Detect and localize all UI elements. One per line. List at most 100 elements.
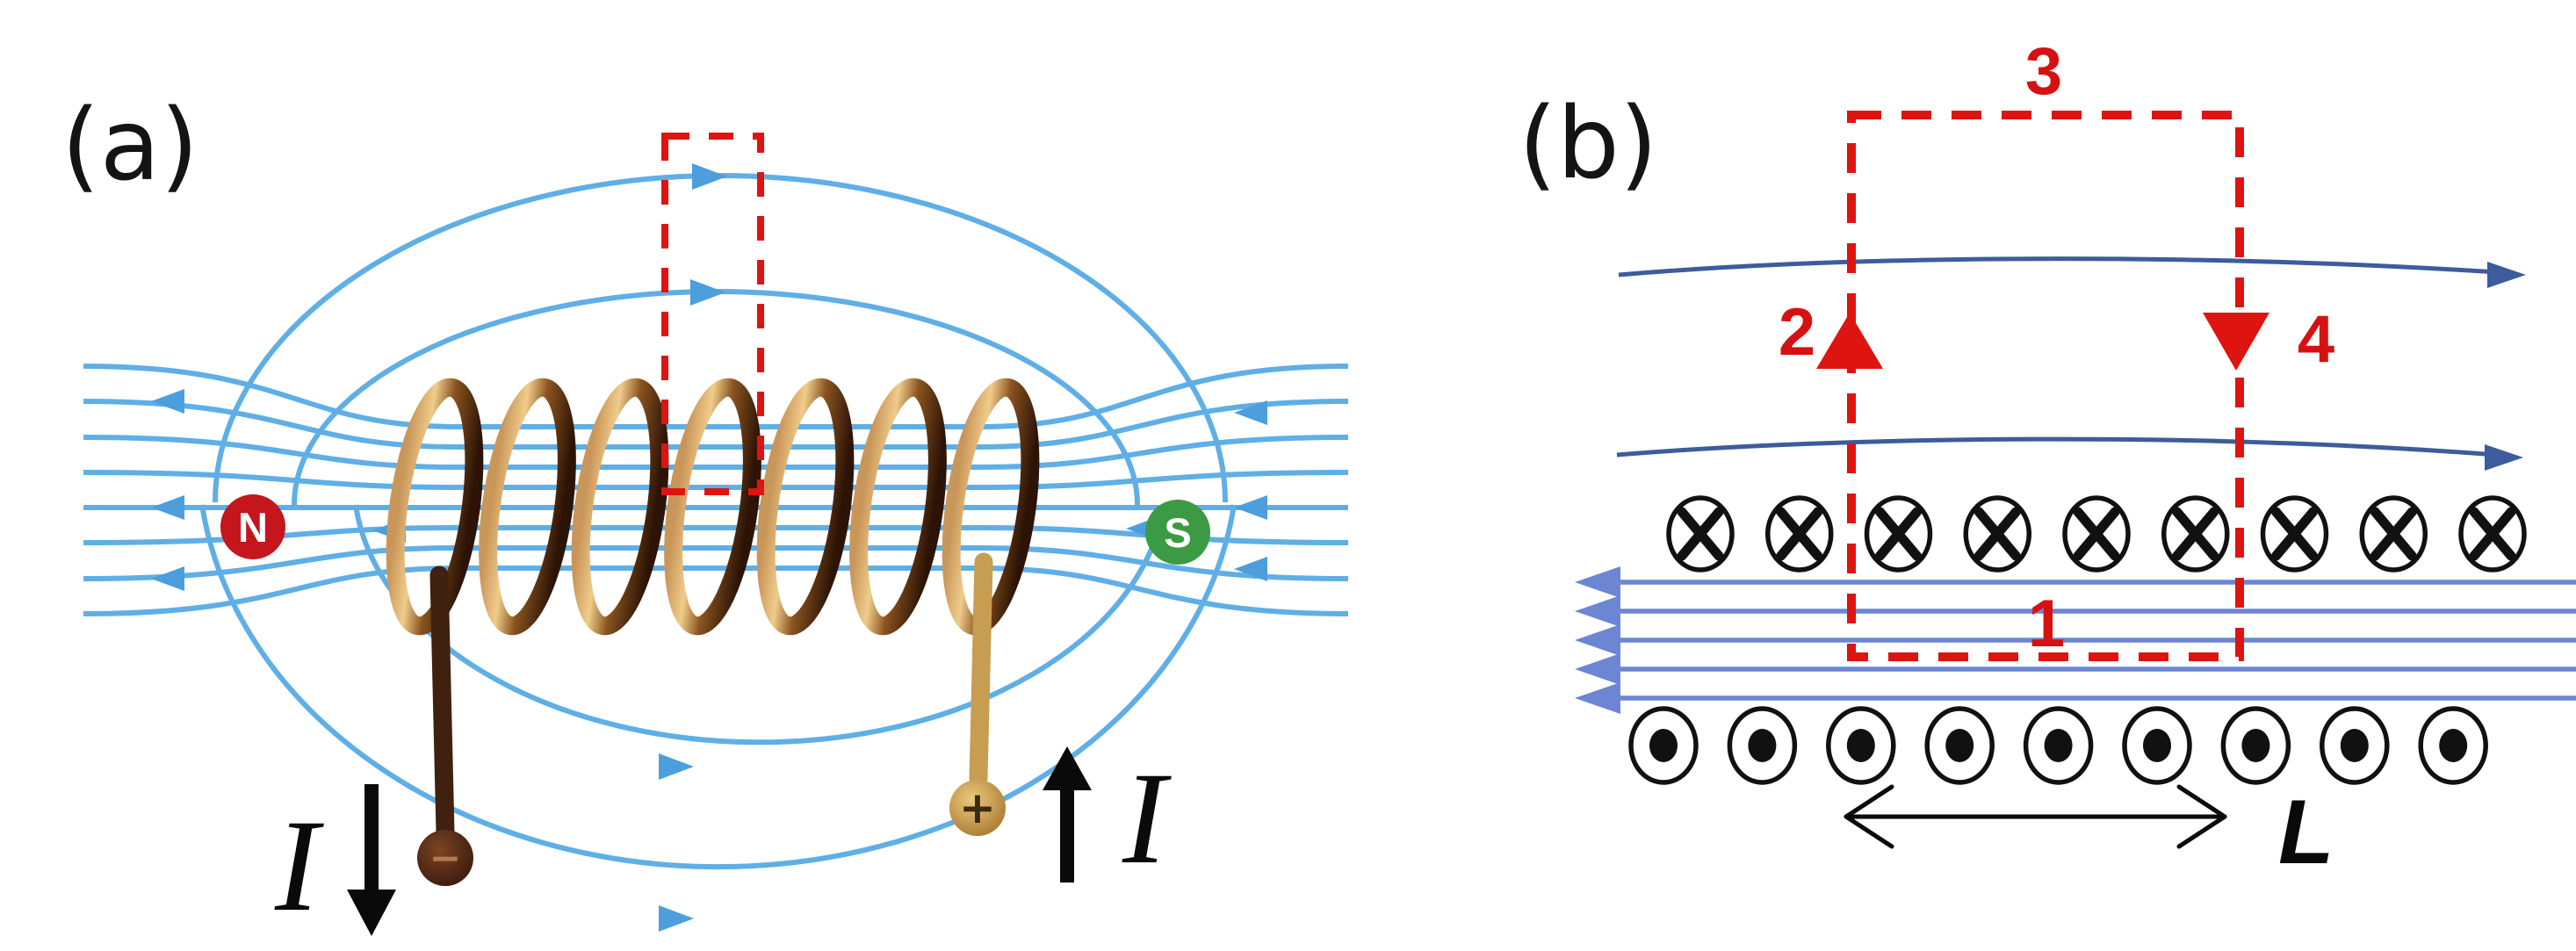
length-arrow-right-head [2176,784,2227,849]
out-of-page-symbol [2220,706,2291,785]
field-arrowhead-left [151,389,184,414]
panel-b-label: (b) [1519,87,1657,201]
out-of-page-dot [2044,729,2073,762]
loop-down-direction-triangle [2203,313,2269,371]
panel-b-amperian-loop-diagram: (b) 1 2 3 4 L [1519,34,2576,883]
into-page-symbol [1666,495,1735,573]
field-loop-lines [199,173,1237,870]
sheet-field-arrowhead-left [1575,566,1620,598]
coil-turn [479,378,576,636]
north-pole-badge [220,494,285,559]
out-of-page-dot [1748,729,1777,762]
into-page-symbol [2260,495,2329,573]
into-page-symbol [2161,495,2230,573]
out-of-page-symbol [1727,706,1798,785]
amperian-loop-rectangle-a [661,133,764,495]
out-of-page-symbol [1628,706,1699,785]
into-page-x-stroke [2271,507,2318,561]
length-label: L [2278,782,2334,883]
field-arrowhead-left [151,566,184,591]
length-measure-arrow [1844,784,2227,849]
out-of-page-symbol [1924,706,1995,785]
solenoid-coil [386,378,1040,636]
into-page-symbol [1864,495,1933,573]
out-of-page-dot [2439,729,2468,762]
solenoid-field-line [83,545,1349,581]
into-page-x-stroke [1776,507,1823,561]
coil-turn [664,378,761,636]
external-field-line [1618,256,2511,277]
external-field-lines [1616,256,2526,471]
field-arrowhead-left [1234,495,1267,520]
loop-up-direction-triangle [1816,313,1883,369]
solenoid-field-line [83,399,1349,450]
sheet-field-arrowhead-left [1575,595,1620,627]
panel-a-label: (a) [61,89,198,203]
external-field-arrowhead [2487,262,2526,288]
out-of-page-symbol [2023,706,2094,785]
out-of-page-symbol [2418,706,2488,785]
solenoid-field-line [83,470,1349,490]
solenoid-field-line [83,566,1349,616]
segment-label-4: 4 [2298,302,2334,377]
solenoid-field-line [83,364,1349,429]
into-page-x-stroke [2073,507,2120,561]
coil-turn [571,378,669,636]
out-of-page-dot [2340,729,2369,762]
into-page-symbol [1963,495,2031,573]
coil-turn [849,378,947,636]
out-of-page-dot [1846,729,1875,762]
current-down-arrow [347,784,396,936]
into-page-x-stroke [1973,507,2021,561]
out-of-page-dot [1945,729,1974,762]
out-of-page-symbol [2122,706,2192,785]
field-arrowhead-left [151,495,184,520]
into-page-symbol [2458,495,2527,573]
field-arrowhead-left [1234,400,1267,425]
into-page-x-stroke [1677,507,1724,561]
current-up-arrow [1043,746,1092,883]
out-of-page-symbol [2320,706,2390,785]
into-page-x-stroke [2172,507,2219,561]
plus-sign: + [959,782,996,833]
sheet-field-arrowhead-left [1575,653,1620,685]
into-page-symbol [1765,495,1834,573]
right-lead-wire [969,552,993,788]
left-lead-wire [429,566,455,842]
current-into-page-row [1666,495,2527,573]
out-of-page-dot [1649,729,1678,762]
amperian-loop-rectangle-b [1847,111,2244,661]
outer-top-field-loop [213,173,1228,503]
sheet-field-arrowhead-left [1575,624,1620,656]
sheet-field-arrowhead-left [1575,682,1620,714]
sheet-field-lines [1575,566,2576,714]
into-page-symbol [2062,495,2131,573]
panel-a-solenoid-diagram: (a) − + N S I I [61,89,1349,939]
field-arrowhead-right [659,753,694,780]
segment-label-1: 1 [2028,587,2065,661]
out-of-page-dot [2241,729,2270,762]
external-field-arrowhead [2485,444,2523,471]
south-pole-letter: S [1164,509,1191,556]
current-label-right: I [1122,746,1172,891]
into-page-symbol [2359,495,2428,573]
out-of-page-symbol [1826,706,1896,785]
negative-terminal [417,830,473,886]
field-arrowhead-left [1234,557,1267,581]
south-pole-badge [1145,500,1210,565]
into-page-x-stroke [1875,507,1922,561]
positive-terminal [949,780,1006,836]
into-page-x-stroke [2469,507,2516,561]
segment-label-3: 3 [2025,34,2062,109]
coil-turn [386,378,484,636]
current-label-left: I [274,793,324,939]
outer-bottom-field-loop [199,504,1237,870]
field-arrowhead-right [690,279,725,306]
current-out-of-page-row [1628,706,2488,785]
field-arrowhead-right [659,905,694,932]
out-of-page-dot [2143,729,2171,762]
segment-label-2: 2 [1779,295,1815,370]
north-pole-letter: N [238,504,268,551]
